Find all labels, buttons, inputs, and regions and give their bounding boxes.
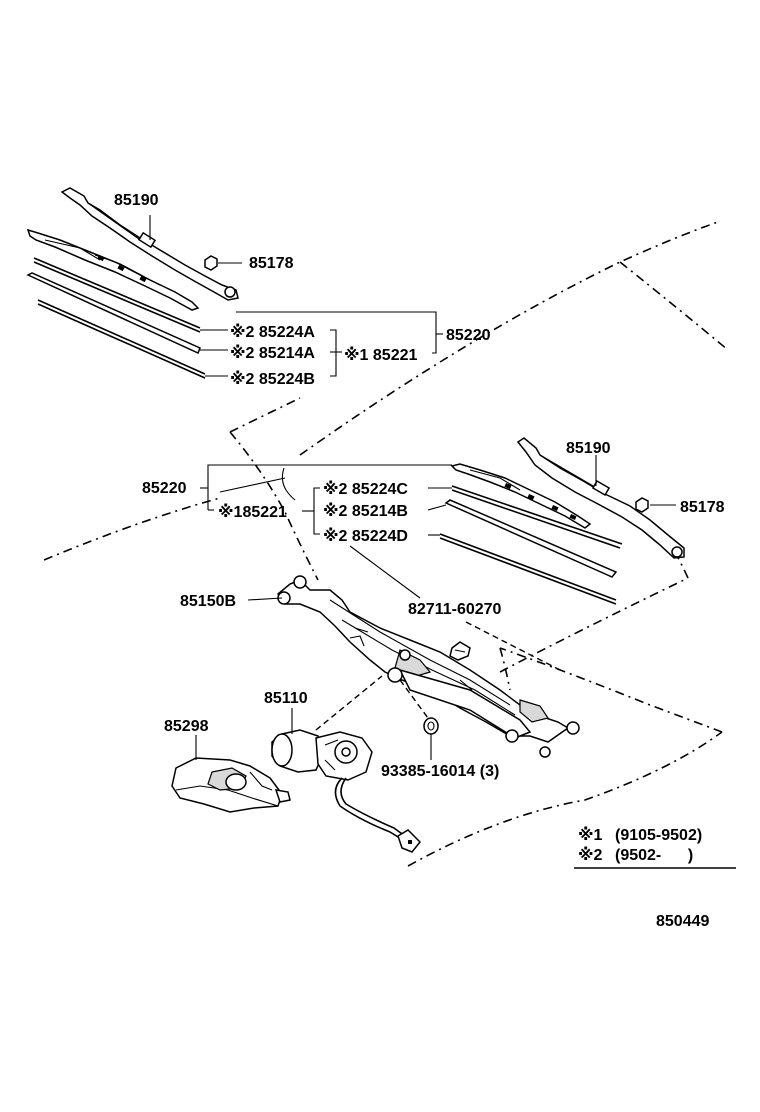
upper-leaders	[149, 215, 443, 377]
label-insert-c: ※2 85224C	[323, 480, 408, 498]
label-motor: 85110	[264, 690, 308, 707]
wiper-arm-upper	[60, 187, 239, 301]
label-insert-d: ※2 85224D	[323, 527, 408, 545]
wiper-motor	[271, 729, 422, 853]
blade-insert-upper-b	[37, 299, 206, 379]
label-blade-assy-left: 85220	[142, 480, 187, 497]
label-rubber-b: ※2 85214B	[323, 502, 408, 520]
label-insert-b: ※2 85224B	[230, 370, 315, 388]
figure-id: 850449	[656, 913, 709, 930]
wiper-blade-upper	[26, 228, 200, 311]
leader-motor-link	[315, 675, 383, 731]
wire-clip	[449, 641, 471, 661]
label-clip: 82711-60270	[408, 601, 502, 618]
blade-insert-right-c	[451, 485, 623, 549]
grommet	[423, 717, 439, 735]
label-blade-top-s1: ※1 85221	[344, 346, 417, 364]
label-nut-right: 85178	[680, 499, 725, 516]
leader-grommet-up	[399, 679, 429, 719]
nut-right	[635, 497, 649, 513]
blade-rubber-right	[444, 499, 618, 578]
label-rubber-a: ※2 85214A	[230, 344, 315, 362]
wiper-blade-right	[450, 463, 592, 529]
label-grommet: 93385-16014 (3)	[381, 763, 499, 780]
label-link-assy: 85150B	[180, 593, 236, 610]
wiper-arm-right	[516, 437, 685, 559]
leader-link-assy	[247, 597, 283, 601]
windshield-outline	[43, 221, 729, 867]
legend-note1-mark: ※1	[578, 826, 603, 844]
nut-upper	[204, 255, 218, 271]
blade-insert-right-d	[439, 533, 617, 605]
label-arm-top: 85190	[114, 192, 159, 209]
right-leaders	[200, 455, 676, 599]
label-blade-assy-top: 85220	[446, 327, 491, 344]
label-motor-cover: 85298	[164, 718, 209, 735]
label-insert-a: ※2 85224A	[230, 323, 315, 341]
label-blade-left-s1: ※185221	[218, 503, 287, 521]
legend-note1-range: (9105-9502)	[615, 827, 702, 844]
legend: ※1 (9105-9502) ※2 (9502- )	[574, 826, 736, 869]
legend-note2-mark: ※2	[578, 846, 603, 864]
motor-cover	[171, 757, 291, 813]
blade-insert-upper-a	[33, 257, 201, 333]
legend-note2-range: (9502- )	[615, 847, 693, 864]
label-arm-right: 85190	[566, 440, 611, 457]
leader-clip	[465, 621, 561, 671]
blade-rubber-upper	[26, 272, 201, 355]
label-nut-top: 85178	[249, 255, 294, 272]
